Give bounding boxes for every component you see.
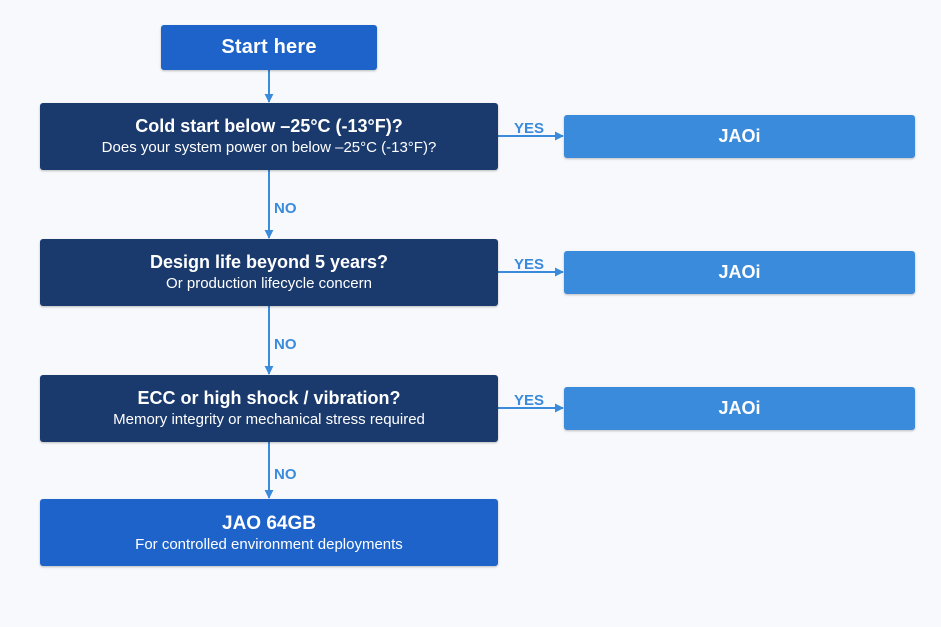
start-node-label: Start here [221,36,317,58]
question-subtitle: Does your system power on below –25°C (-… [101,139,437,156]
yes-label-3: YES [514,392,545,409]
answer-label: JAOi [718,126,761,146]
question-node-design-life: Design life beyond 5 years? Or productio… [40,239,498,306]
answer-node-3: JAOi [564,387,915,430]
question-node-cold-start: Cold start below –25°C (-13°F)? Does you… [40,103,498,170]
question-subtitle: Or production lifecycle concern [166,275,372,292]
final-title: JAO 64GB [222,512,316,534]
answer-label: JAOi [718,398,761,418]
question-subtitle: Memory integrity or mechanical stress re… [113,411,425,428]
question-title: Cold start below –25°C (-13°F)? [135,116,403,136]
final-node: JAO 64GB For controlled environment depl… [40,499,498,566]
answer-label: JAOi [718,262,761,282]
answer-node-2: JAOi [564,251,915,294]
question-title: Design life beyond 5 years? [149,252,389,272]
answer-node-1: JAOi [564,115,915,158]
no-label-1: NO [274,200,297,217]
question-node-ecc-shock: ECC or high shock / vibration? Memory in… [40,375,498,442]
yes-label-2: YES [514,256,545,273]
yes-label-1: YES [514,120,545,137]
no-label-2: NO [274,336,297,353]
no-label-3: NO [274,466,297,483]
final-subtitle: For controlled environment deployments [135,535,403,553]
question-title: ECC or high shock / vibration? [137,388,401,408]
start-node: Start here [161,25,377,70]
